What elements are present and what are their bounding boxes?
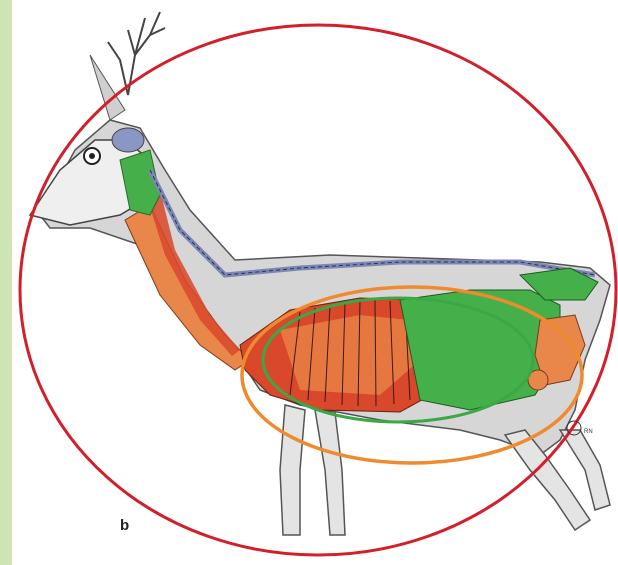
panel-label: b bbox=[120, 517, 129, 534]
brain bbox=[112, 128, 144, 152]
antlers bbox=[108, 12, 165, 95]
stamp-label: RN bbox=[584, 429, 593, 435]
ear bbox=[90, 55, 125, 120]
